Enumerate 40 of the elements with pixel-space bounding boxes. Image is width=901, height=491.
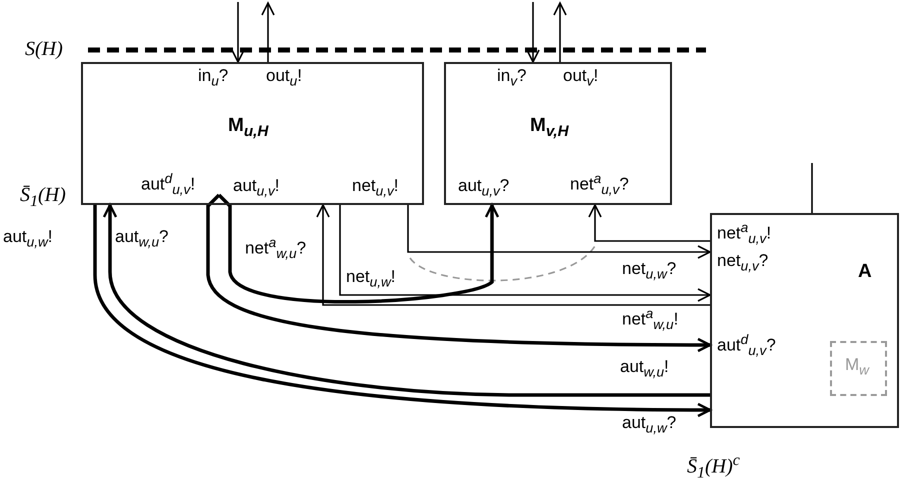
port-label: in$_{v}$?	[497, 67, 526, 90]
port-label: out$_{u}$!	[266, 67, 302, 90]
arrow	[231, 2, 245, 63]
port-label: net$_{u,w}$?	[622, 260, 676, 282]
set-label: S(H)	[25, 38, 63, 60]
port-label: aut$_{u,v}$?	[458, 177, 510, 200]
module-box	[710, 213, 899, 428]
arrow	[407, 205, 711, 259]
arrow	[588, 204, 710, 242]
port-label: out$_{v}$!	[563, 67, 598, 90]
module-title: M$_{u,H}$	[228, 116, 268, 141]
port-label: net$^{a}$$_{w,u}$?	[245, 236, 306, 262]
set-label: S̄$_{1}$(H)	[20, 184, 66, 211]
module-box	[830, 341, 887, 396]
arrow	[206, 194, 712, 352]
arrow	[526, 2, 540, 63]
port-label: in$_{u}$?	[198, 67, 228, 90]
port-label: aut$^{d}$$_{u,v}$?	[717, 333, 776, 359]
module-title: M$_{v,H}$	[530, 116, 569, 141]
port-label: M$_{w}$	[845, 356, 869, 378]
module-title: A	[858, 262, 872, 283]
port-label: aut$_{u,w}$?	[622, 414, 676, 436]
set-label: S̄$_{1}$(H)$^{c}$	[687, 452, 740, 482]
arrow	[261, 2, 275, 62]
port-label: aut$_{u,v}$!	[233, 177, 280, 200]
module-box	[81, 62, 424, 205]
port-label: net$_{u,v}$!	[352, 177, 399, 200]
port-label: net$^{a}$$_{u,v}$?	[570, 172, 629, 198]
port-label: net$^{a}$$_{u,v}$!	[717, 221, 772, 247]
port-label: aut$_{u,w}$!	[3, 228, 53, 250]
port-label: net$_{u,v}$?	[717, 252, 768, 274]
port-label: net$^{a}$$_{w,u}$!	[622, 307, 678, 333]
port-label: aut$_{w,u}$?	[115, 228, 169, 250]
port-label: aut$^{d}$$_{u,v}$!	[141, 172, 196, 198]
arrow	[218, 194, 500, 304]
module-box	[444, 62, 672, 205]
connector-line	[811, 163, 813, 213]
arrow	[553, 2, 567, 62]
port-label: net$_{u,w}$!	[346, 268, 396, 290]
port-label: aut$_{w,u}$!	[620, 358, 669, 380]
